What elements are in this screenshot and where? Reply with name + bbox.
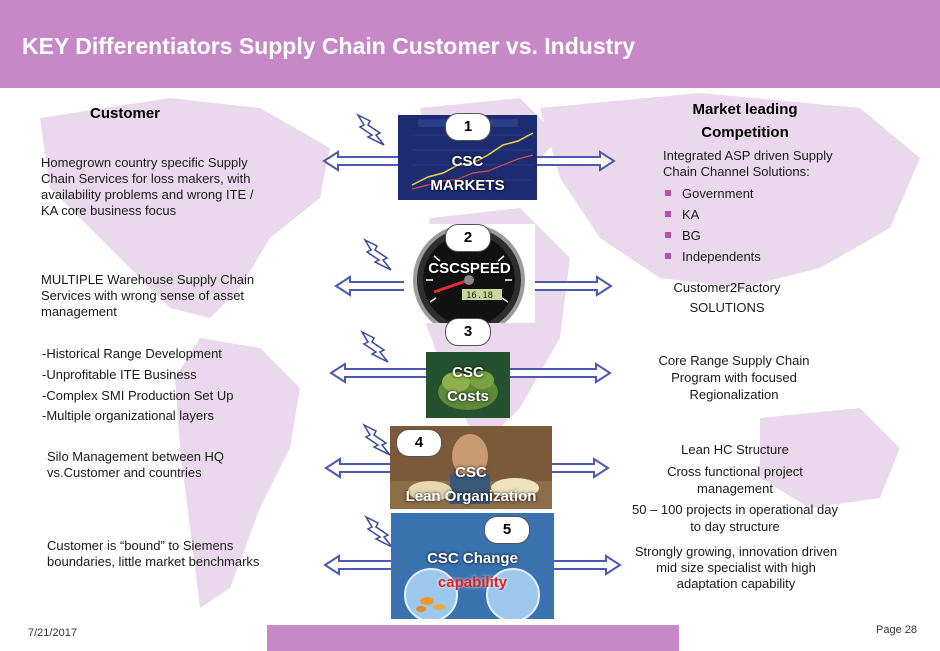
customer-item-range: -Historical Range Development (42, 346, 222, 361)
competition-item-growing: Strongly growing, innovation driven mid … (634, 544, 838, 591)
bullet-ka: KA (663, 204, 823, 225)
customer-item-bound: Customer is “bound” to Siemens boundarie… (47, 538, 260, 569)
competition-intro: Integrated ASP driven Supply Chain Chann… (663, 148, 833, 179)
slide-title: KEY Differentiators Supply Chain Custome… (22, 33, 636, 59)
footer-page-number: Page 28 (876, 624, 917, 636)
pillar-number-1: 1 (445, 113, 491, 141)
lightning-icon-1 (356, 113, 385, 146)
competition-header: Market leading Competition (692, 101, 798, 141)
pillar-number-2: 2 (445, 224, 491, 252)
bullet-bg: BG (663, 225, 823, 246)
customer-item-supply-chain-services: Homegrown country specific Supply Chain … (41, 155, 254, 218)
customer-item-ite: -Unprofitable ITE Business (42, 367, 197, 382)
customer-item-warehouse: MULTIPLE Warehouse Supply Chain Services… (41, 272, 255, 319)
competition-item-projects: 50 – 100 projects in operational day to … (632, 502, 838, 534)
pillar-label-markets-line2: MARKETS (430, 177, 505, 194)
pillar-label-costs-line1: CSC (452, 364, 484, 381)
competition-item-customer2factory: Customer2Factory SOLUTIONS (673, 280, 781, 315)
lightning-icon-4 (362, 423, 391, 456)
pillar-label-costs-line2: Costs (447, 388, 489, 405)
pillar-label-speed: CSCSPEED (428, 260, 511, 277)
lightning-icon-2 (363, 238, 392, 271)
competition-bullet-list: Government KA BG Independents (663, 183, 823, 267)
competition-item-core-range: Core Range Supply Chain Program with foc… (658, 353, 810, 402)
speedometer-readout: 16.18 (466, 291, 493, 301)
bullet-independents: Independents (663, 246, 823, 267)
customer-item-smi: -Complex SMI Production Set Up (42, 388, 234, 403)
pillar-number-4: 4 (396, 429, 442, 457)
costs-image (426, 352, 510, 418)
customer-header: Customer (89, 105, 160, 122)
pillar-label-lean-line1: CSC (455, 464, 487, 481)
lightning-icon-5 (364, 515, 393, 548)
pillar-number-5: 5 (484, 516, 530, 544)
bullet-government: Government (663, 183, 823, 204)
title-bar (0, 0, 940, 88)
pillar-label-lean-line2: Lean Organization (405, 488, 537, 505)
customer-item-silo: Silo Management between HQ vs.Customer a… (47, 449, 225, 480)
competition-item-lean-hc: Lean HC Structure (681, 442, 789, 457)
pillar-label-markets-line1: CSC (451, 153, 484, 170)
competition-item-cross-functional: Cross functional project management (667, 464, 803, 496)
footer-date: 7/21/2017 (28, 627, 77, 639)
pillar-number-3: 3 (445, 318, 491, 346)
pillar-label-change-line2: capability (437, 574, 508, 591)
lightning-icon-3 (360, 330, 389, 363)
pillar-label-change-line1: CSC Change (427, 550, 518, 567)
footer-bar (267, 625, 679, 651)
customer-item-layers: -Multiple organizational layers (42, 408, 214, 423)
